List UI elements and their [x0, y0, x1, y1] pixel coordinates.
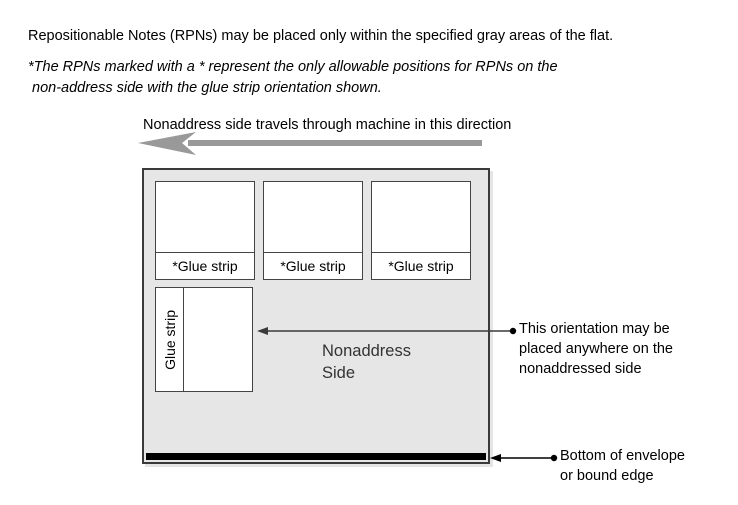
travel-direction-caption: Nonaddress side travels through machine … — [143, 117, 512, 133]
asterisk-note-line-2: non-address side with the glue strip ori… — [32, 80, 382, 96]
orientation-callout-line-2: placed anywhere on the — [519, 341, 673, 357]
rpn-note-top-center: *Glue strip — [263, 181, 363, 280]
rpn-vertical-glue-strip: Glue strip — [156, 288, 184, 391]
rpn-glue-strip-label: *Glue strip — [264, 252, 362, 279]
rpn-note-body — [156, 182, 254, 252]
asterisk-note-line-1: *The RPNs marked with a * represent the … — [28, 59, 558, 75]
rpn-glue-strip-label: *Glue strip — [156, 252, 254, 279]
bottom-edge-callout-line-2: or bound edge — [560, 468, 654, 484]
nonaddress-side-label-line-1: Nonaddress — [322, 342, 411, 360]
rpn-note-top-right: *Glue strip — [371, 181, 471, 280]
rpn-note-body — [264, 182, 362, 252]
rpn-note-vertical: Glue strip — [155, 287, 253, 392]
nonaddress-side-label: Nonaddress Side — [322, 340, 411, 384]
rpn-glue-strip-label: *Glue strip — [372, 252, 470, 279]
rpn-note-body — [184, 288, 252, 391]
orientation-callout-line-3: nonaddressed side — [519, 361, 642, 377]
travel-direction-arrow-icon — [138, 132, 482, 155]
nonaddress-side-label-line-2: Side — [322, 364, 356, 382]
orientation-callout-text: This orientation may be placed anywhere … — [519, 319, 719, 379]
bottom-edge-callout-leader-icon — [490, 454, 558, 462]
bound-edge-bar — [146, 453, 486, 460]
intro-text: Repositionable Notes (RPNs) may be place… — [28, 28, 614, 44]
bottom-edge-callout-text: Bottom of envelope or bound edge — [560, 446, 735, 486]
orientation-callout-line-1: This orientation may be — [519, 321, 670, 337]
orientation-callout-leader-icon — [257, 327, 517, 335]
rpn-vertical-glue-strip-label: Glue strip — [161, 309, 178, 370]
bottom-edge-callout-line-1: Bottom of envelope — [560, 448, 685, 464]
flat-envelope-graphic: *Glue strip *Glue strip *Glue strip Glue… — [142, 168, 490, 464]
rpn-note-top-left: *Glue strip — [155, 181, 255, 280]
rpn-note-body — [372, 182, 470, 252]
